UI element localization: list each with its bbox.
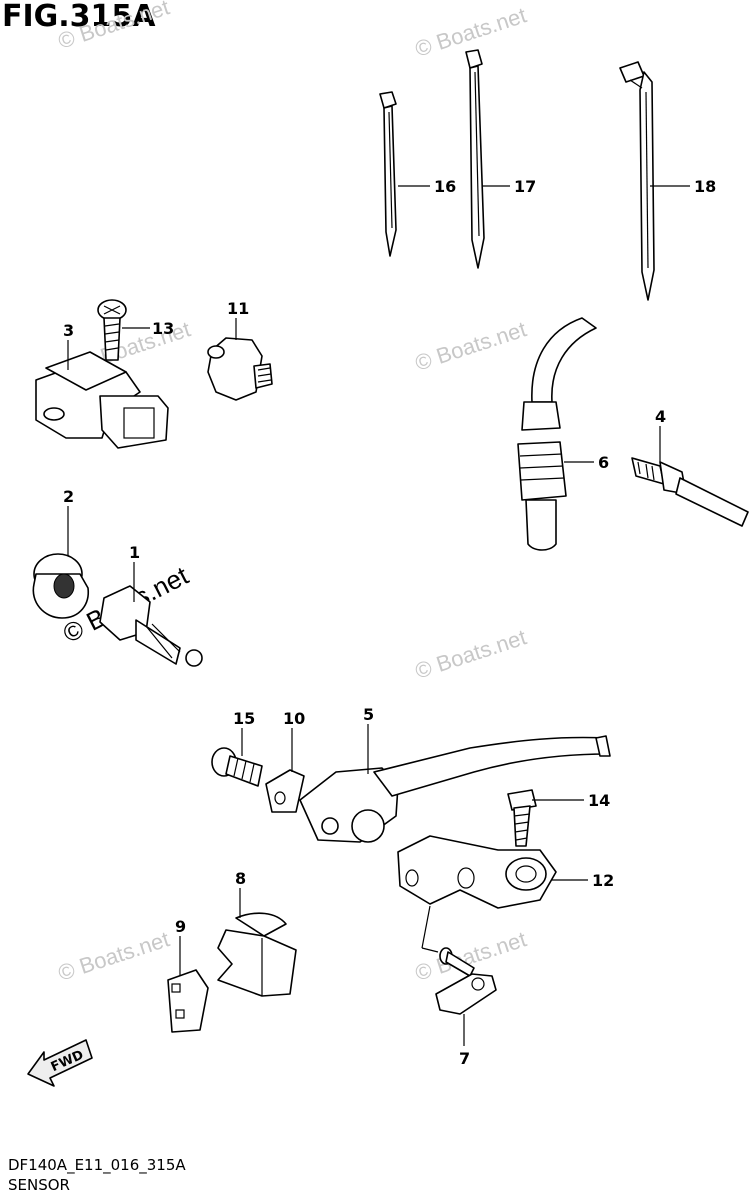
callout-12: 12	[592, 871, 614, 890]
callout-numbers: 16 17 18 13 3 11 6 4 2 1 15 10 5 14 12 8…	[63, 177, 716, 1068]
part-9-plate	[167, 969, 209, 1033]
callout-3: 3	[63, 321, 74, 340]
callout-7: 7	[459, 1049, 470, 1068]
diagram-caption: SENSOR	[8, 1176, 70, 1194]
callout-5: 5	[363, 705, 374, 724]
callout-9: 9	[175, 917, 186, 936]
callout-6: 6	[598, 453, 609, 472]
part-4-temperature-sensor	[631, 457, 749, 527]
callout-14: 14	[588, 791, 610, 810]
callout-13: 13	[152, 319, 174, 338]
callout-2: 2	[63, 487, 74, 506]
part-3-map-sensor	[35, 351, 169, 449]
part-11-knock-sensor	[207, 337, 273, 401]
callout-16: 16	[434, 177, 456, 196]
callout-17: 17	[514, 177, 536, 196]
part-18-cable-tie	[619, 61, 655, 301]
callout-8: 8	[235, 869, 246, 888]
figure-title: FIG.315A	[2, 0, 156, 34]
callout-11: 11	[227, 299, 249, 318]
part-5-position-sensor	[299, 735, 611, 843]
part-1-sensor	[99, 585, 203, 667]
part-15-bolt	[211, 747, 263, 787]
leader-lines	[67, 185, 690, 1046]
callout-4: 4	[655, 407, 666, 426]
part-6-oxygen-sensor	[517, 317, 597, 551]
part-8-clamp	[217, 912, 297, 997]
callout-18: 18	[694, 177, 716, 196]
part-2-grommet	[32, 553, 89, 619]
callout-15: 15	[233, 709, 255, 728]
part-16-cable-tie	[379, 91, 397, 257]
callout-10: 10	[283, 709, 305, 728]
diagram-code: DF140A_E11_016_315A	[8, 1156, 186, 1174]
fwd-arrow: FWD	[27, 1039, 93, 1087]
callout-1: 1	[129, 543, 140, 562]
part-14-bolt	[507, 789, 537, 847]
part-10-bracket	[265, 769, 305, 813]
part-17-cable-tie	[465, 49, 485, 269]
part-7-screw	[421, 905, 497, 1015]
part-12-bracket	[397, 835, 557, 909]
part-13-bolt	[97, 299, 127, 361]
